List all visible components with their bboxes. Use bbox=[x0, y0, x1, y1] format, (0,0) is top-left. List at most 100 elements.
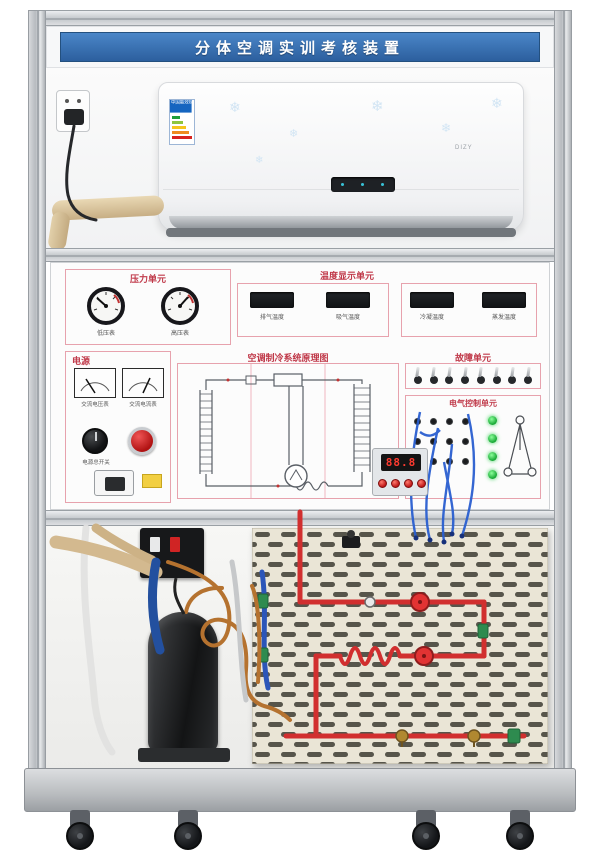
wiring-terminal[interactable] bbox=[430, 458, 437, 465]
indicator-led bbox=[488, 470, 497, 479]
temperature-display bbox=[410, 292, 454, 308]
snowflake-icon: ❄ bbox=[229, 99, 241, 115]
pressure-unit-box: 压力单元 低压表 高压表 bbox=[65, 269, 231, 345]
temperature-box-a: 排气温度 吸气温度 bbox=[237, 283, 389, 337]
electrical-control-title: 电气控制单元 bbox=[449, 399, 497, 408]
control-button[interactable] bbox=[404, 479, 413, 488]
hand-valves[interactable] bbox=[410, 592, 434, 666]
caster-wheel bbox=[502, 810, 538, 862]
gauge-face-icon bbox=[161, 287, 199, 325]
ac-display-strip bbox=[331, 177, 395, 192]
temperature-display-label: 吸气温度 bbox=[335, 315, 360, 321]
wiring-terminal[interactable] bbox=[446, 438, 453, 445]
wiring-terminal[interactable] bbox=[430, 418, 437, 425]
fault-toggle-switch[interactable] bbox=[460, 367, 470, 385]
compressor-base bbox=[138, 748, 230, 762]
panel-power-socket[interactable] bbox=[94, 470, 134, 496]
control-panel: 压力单元 低压表 高压表 bbox=[50, 262, 550, 510]
caster-wheel bbox=[408, 810, 444, 862]
frame-left-post bbox=[28, 10, 46, 772]
energy-bar bbox=[172, 136, 192, 139]
caster-wheel bbox=[170, 810, 206, 862]
fault-toggle-switch[interactable] bbox=[523, 367, 533, 385]
ac-air-outlet bbox=[169, 216, 513, 229]
energy-bar bbox=[172, 126, 186, 129]
energy-bar bbox=[172, 116, 180, 119]
fault-toggle-switch[interactable] bbox=[492, 367, 502, 385]
temperature-display bbox=[250, 292, 294, 308]
service-valve-body[interactable] bbox=[342, 536, 360, 548]
emergency-stop-button[interactable] bbox=[128, 427, 156, 455]
fault-toggle-switch[interactable] bbox=[444, 367, 454, 385]
indicator-led bbox=[488, 434, 497, 443]
temperature-display bbox=[482, 292, 526, 308]
wall-socket[interactable] bbox=[56, 90, 90, 132]
indicator-led bbox=[488, 452, 497, 461]
snowflake-icon: ❄ bbox=[441, 121, 452, 135]
energy-bar bbox=[172, 121, 183, 124]
main-power-knob[interactable] bbox=[82, 428, 108, 454]
snowflake-icon: ❄ bbox=[289, 128, 299, 140]
caster-wheel bbox=[62, 810, 98, 862]
temperature-unit-title: 温度显示单元 bbox=[319, 271, 374, 281]
pressure-unit-title: 压力单元 bbox=[129, 274, 166, 284]
condenser-coil bbox=[353, 384, 371, 472]
fault-toggle-switch[interactable] bbox=[413, 367, 423, 385]
power-unit-box: 电源 交流电压表 交流电流表 电源总开关 bbox=[65, 351, 171, 503]
wiring-terminal[interactable] bbox=[430, 438, 437, 445]
temperature-display bbox=[326, 292, 370, 308]
refrigeration-schematic bbox=[199, 364, 371, 498]
capillary-symbol bbox=[295, 481, 329, 491]
breaker-switch[interactable] bbox=[170, 537, 180, 552]
gauge-label: 高压表 bbox=[170, 331, 189, 337]
meter-face-icon bbox=[128, 377, 158, 394]
fault-toggle-switch[interactable] bbox=[507, 367, 517, 385]
ac-brand-text: DIZY bbox=[455, 145, 473, 151]
service-valve-knob[interactable] bbox=[347, 530, 355, 538]
wiring-terminal[interactable] bbox=[462, 418, 469, 425]
four-way-valve-symbol bbox=[273, 373, 303, 387]
compressor bbox=[148, 612, 218, 752]
temperature-display-label: 蒸发温度 bbox=[491, 315, 516, 321]
frame-top-bar bbox=[28, 10, 572, 26]
fault-toggle-switch[interactable] bbox=[429, 367, 439, 385]
wiring-terminal[interactable] bbox=[414, 438, 421, 445]
meter-label: 交流电流表 bbox=[129, 402, 157, 408]
frame-crossbar bbox=[28, 510, 572, 526]
socket-hole bbox=[77, 99, 81, 103]
fault-unit-box bbox=[405, 363, 541, 389]
snowflake-icon: ❄ bbox=[255, 155, 264, 166]
evaporator-coil bbox=[199, 390, 213, 474]
ac-indicator-dot bbox=[341, 183, 344, 186]
temperature-display-label: 冷凝温度 bbox=[419, 315, 444, 321]
high-pressure-gauge bbox=[160, 286, 200, 326]
socket-hole bbox=[65, 99, 69, 103]
breaker-box bbox=[140, 528, 204, 578]
control-button[interactable] bbox=[417, 479, 426, 488]
fault-toggle-switch[interactable] bbox=[476, 367, 486, 385]
gauge-label: 低压表 bbox=[96, 331, 115, 337]
wiring-terminal[interactable] bbox=[446, 458, 453, 465]
breaker-switch[interactable] bbox=[150, 537, 160, 552]
sight-glass bbox=[364, 596, 376, 608]
refrigerant-lines bbox=[205, 379, 363, 491]
wiring-terminal[interactable] bbox=[414, 418, 421, 425]
gauge-face-icon bbox=[87, 287, 125, 325]
power-knob-label: 电源总开关 bbox=[82, 460, 110, 466]
piping-pegboard bbox=[252, 528, 548, 764]
energy-efficiency-label: 中国能效标识 bbox=[169, 99, 195, 145]
meter-face-icon bbox=[80, 378, 110, 394]
service-ports[interactable] bbox=[395, 729, 481, 747]
pegboard-surface bbox=[252, 528, 548, 764]
low-pressure-gauge bbox=[86, 286, 126, 326]
control-button[interactable] bbox=[378, 479, 387, 488]
meter-label: 交流电压表 bbox=[81, 402, 109, 408]
wiring-terminal[interactable] bbox=[462, 438, 469, 445]
compressor-symbol bbox=[284, 464, 308, 488]
control-button[interactable] bbox=[391, 479, 400, 488]
wiring-terminal[interactable] bbox=[446, 418, 453, 425]
frame-crossbar bbox=[28, 248, 572, 262]
wiring-terminal[interactable] bbox=[462, 458, 469, 465]
power-plug[interactable] bbox=[64, 109, 84, 125]
power-unit-title: 电源 bbox=[72, 356, 91, 366]
